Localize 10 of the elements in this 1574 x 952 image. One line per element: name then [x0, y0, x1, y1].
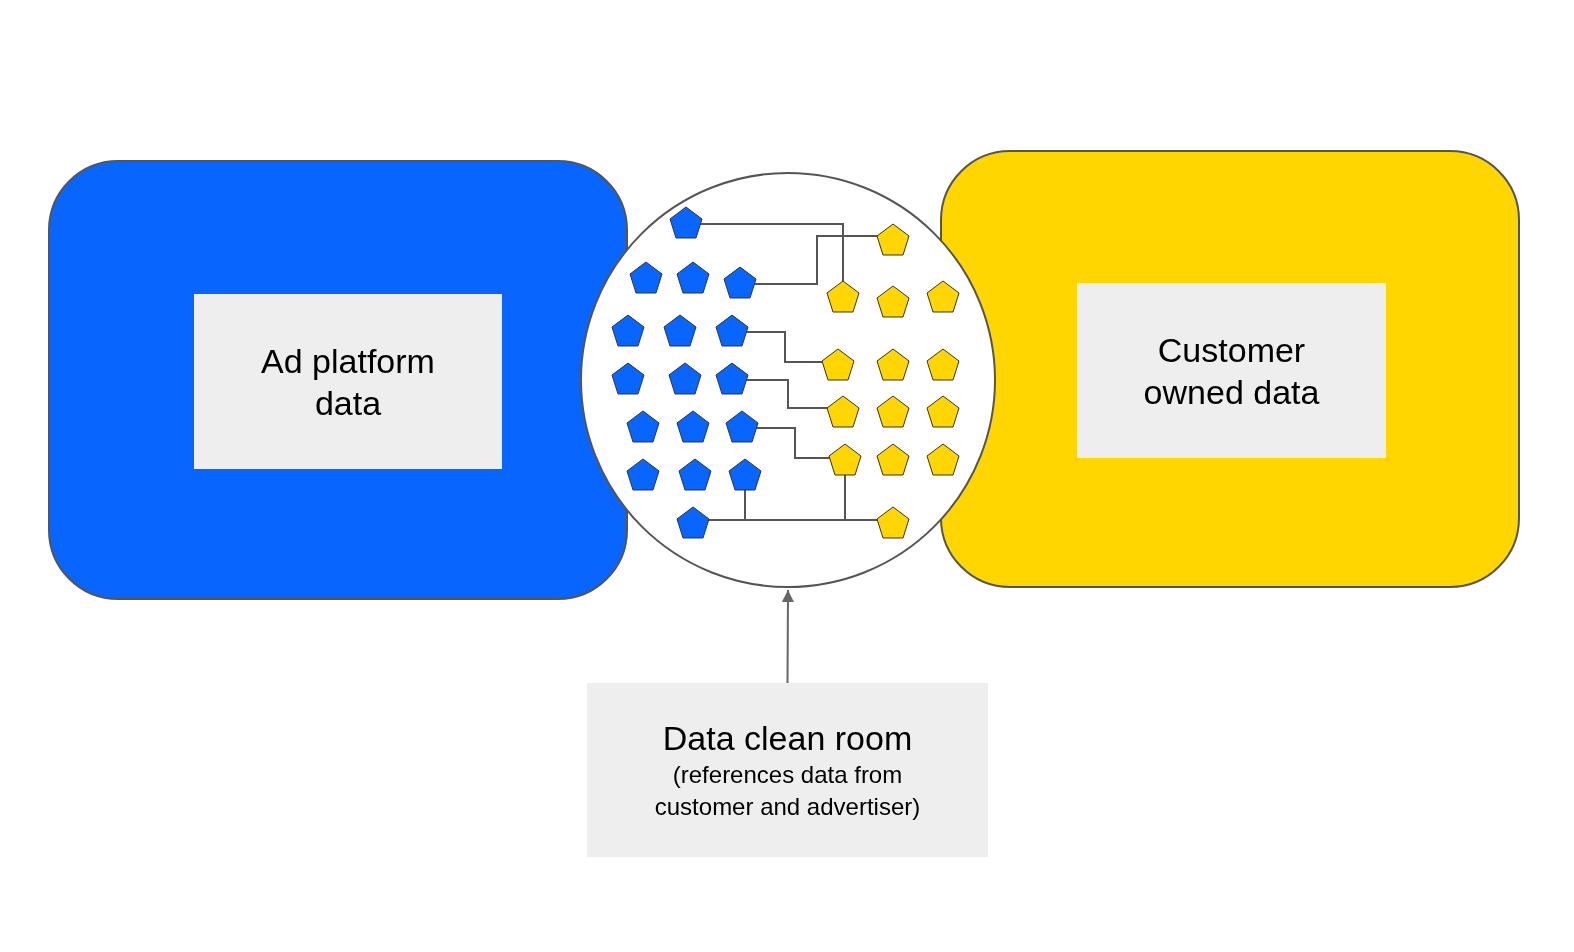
customer-panel [940, 150, 1520, 588]
box-title: Data clean room [661, 718, 914, 759]
box-description: (references data from customer and advertiser) [653, 760, 922, 822]
box-title: Customer owned data [1142, 329, 1321, 413]
note-box [587, 683, 988, 857]
data-label-box [1077, 283, 1386, 458]
arrow [781, 589, 794, 684]
platform-panel [48, 160, 628, 600]
data-label-box [194, 294, 502, 469]
box-title: Ad platform data [260, 340, 436, 424]
